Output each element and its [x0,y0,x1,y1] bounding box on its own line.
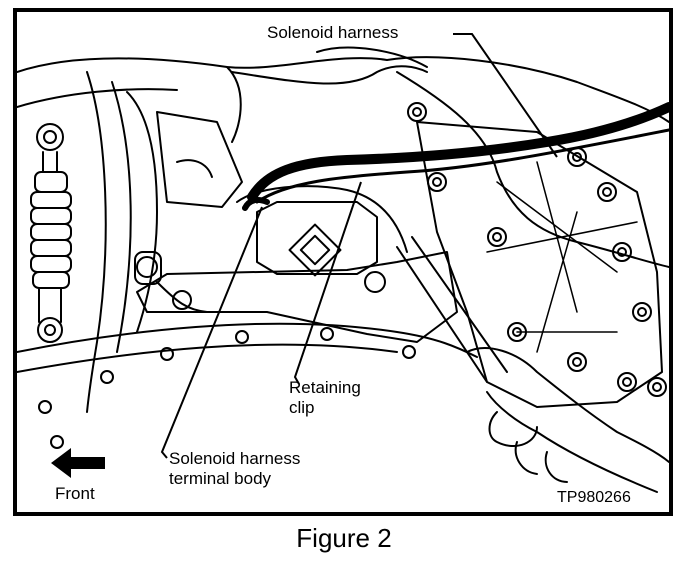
figure-frame: Solenoid harness Retaining clip Solenoid… [13,8,673,516]
figure-caption: Figure 2 [296,523,392,553]
figure-code: TP980266 [557,489,631,506]
retaining-clip-label-line1: Retaining [289,378,361,397]
transmission-illustration [17,33,669,493]
retaining-clip-label-line2: clip [289,398,315,417]
front-label: Front [55,484,95,503]
terminal-body-label-line2: terminal body [169,469,272,488]
left-arrow-icon [51,448,105,478]
terminal-body-label-line1: Solenoid harness [169,449,301,468]
solenoid-harness-label: Solenoid harness [267,23,399,42]
